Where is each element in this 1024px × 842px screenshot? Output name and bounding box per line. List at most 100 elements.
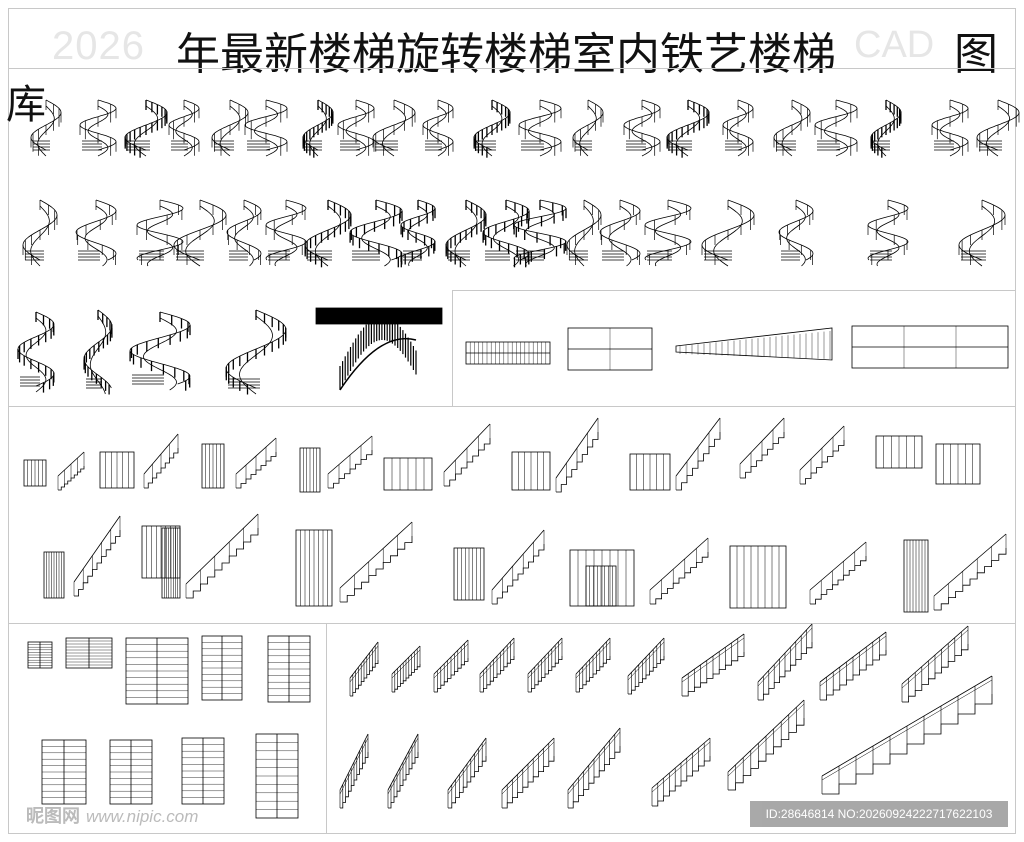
bottom-plan-f xyxy=(41,739,87,805)
mid-iso-b-2 xyxy=(339,521,413,603)
mid-plan-a-8 xyxy=(935,443,981,485)
mid-iso-a-6 xyxy=(675,417,721,491)
bottom-plan-e xyxy=(267,635,311,703)
watermark-logo: 昵图网 www.nipic.com xyxy=(26,802,198,828)
spiral-stair-r2-0 xyxy=(22,199,58,267)
mid-iso-a-5 xyxy=(555,417,599,493)
spiral-stair-r2-16 xyxy=(778,199,814,267)
mid-plan-b-8 xyxy=(903,539,929,613)
mid-iso-b-0 xyxy=(73,515,121,597)
large-spiral-b xyxy=(83,309,113,395)
spiral-stair-r2-11 xyxy=(513,199,567,268)
spiral-stair-r2-14 xyxy=(644,199,692,267)
bottom-plan-a xyxy=(27,641,53,669)
spiral-stair-r2-3 xyxy=(173,199,227,267)
curved-stair-black-band xyxy=(315,307,443,391)
bottom-plan-h xyxy=(181,737,225,805)
stair-plan-drawings xyxy=(465,325,1009,371)
mid-plan-b-7 xyxy=(729,545,787,609)
railing-stair-8 xyxy=(757,623,813,701)
large-spiral-a xyxy=(17,311,55,393)
title-tu: 图 xyxy=(954,29,998,80)
railing-stair-4 xyxy=(527,637,563,693)
watermark-site: www.nipic.com xyxy=(86,807,199,826)
spiral-stair-r2-17 xyxy=(867,199,909,267)
mid-iso-b-4 xyxy=(649,537,709,605)
divider-title xyxy=(8,68,1016,69)
spiral-stairs-row2 xyxy=(22,199,1006,268)
mid-iso-b-5 xyxy=(809,541,867,605)
spiral-stair-r2-2 xyxy=(136,199,184,267)
mid-plan-a-1 xyxy=(99,451,135,489)
spiral-stair-r1-10 xyxy=(473,99,511,158)
spiral-stair-r1-20 xyxy=(976,99,1020,157)
railing-stair-17 xyxy=(727,699,805,791)
divider-row3 xyxy=(8,406,1016,407)
spiral-stair-r2-13 xyxy=(599,199,641,267)
spiral-stair-r1-13 xyxy=(623,99,661,157)
railing-stair-9 xyxy=(819,631,887,701)
mid-plan-b-0 xyxy=(43,551,65,599)
mid-iso-b-6 xyxy=(933,533,1007,611)
spiral-stair-r2-12 xyxy=(566,199,602,267)
mid-plan-a-5 xyxy=(511,451,551,491)
railing-stair-12 xyxy=(387,733,419,809)
drawing-frame xyxy=(8,8,1016,834)
mid-plan-b-3 xyxy=(295,529,333,607)
spiral-stair-r1-16 xyxy=(773,99,811,157)
watermark-id: ID:28646814 NO:20260924222717622103 xyxy=(750,801,1008,827)
railing-stair-5 xyxy=(575,637,611,693)
spiral-stair-r1-17 xyxy=(814,99,858,157)
railing-stair-3 xyxy=(479,637,515,693)
stair-plans-and-isometrics xyxy=(23,417,1007,613)
mid-plan-a-3 xyxy=(299,447,321,493)
divider-bottom xyxy=(326,623,327,834)
watermark-logo-text: 昵图网 xyxy=(26,806,80,826)
mid-plan-b-2 xyxy=(161,527,181,599)
title-year: 2026 xyxy=(52,24,145,68)
railing-stair-16 xyxy=(651,737,711,807)
mid-plan-b-4 xyxy=(453,547,485,601)
spiral-stair-r1-4 xyxy=(211,99,249,157)
divider-row2 xyxy=(452,290,1016,291)
plan-straight-a xyxy=(465,341,551,365)
plan-straight-c xyxy=(851,325,1009,369)
spiral-stair-r2-9 xyxy=(445,199,487,268)
spiral-stair-r1-18 xyxy=(870,99,902,158)
spiral-stair-r1-8 xyxy=(372,99,416,157)
mid-iso-a-2 xyxy=(235,437,277,489)
spiral-stair-r1-1 xyxy=(79,99,117,157)
plan-straight-b xyxy=(567,327,653,371)
spiral-stair-r2-7 xyxy=(349,199,403,268)
railing-stair-15 xyxy=(567,727,621,809)
spiral-stair-r1-9 xyxy=(422,99,454,157)
mid-plan-b-5 xyxy=(569,549,635,607)
mid-iso-a-3 xyxy=(327,435,373,489)
mid-iso-a-4 xyxy=(443,423,491,487)
bottom-plan-c xyxy=(125,637,189,705)
spiral-stair-r1-6 xyxy=(302,99,334,158)
divider-plans xyxy=(452,290,453,406)
railing-stair-11 xyxy=(339,733,369,809)
railing-stair-6 xyxy=(627,637,665,695)
spiral-stair-r1-0 xyxy=(30,99,62,157)
bottom-plan-b xyxy=(65,637,113,669)
bottom-plan-g xyxy=(109,739,153,805)
spiral-stair-r2-18 xyxy=(958,199,1006,267)
railing-stair-14 xyxy=(501,737,555,809)
large-spiral-stairs xyxy=(17,307,443,395)
spiral-stair-r2-1 xyxy=(75,199,117,267)
title-main: 年最新楼梯旋转楼梯室内铁艺楼梯 xyxy=(176,29,836,80)
spiral-stair-r1-14 xyxy=(666,99,710,158)
railing-stair-0 xyxy=(349,641,379,697)
bottom-plan-d xyxy=(201,635,243,701)
mid-plan-a-4 xyxy=(383,457,433,491)
title-ku: 库 xyxy=(6,82,46,128)
mid-plan-a-0 xyxy=(23,459,47,487)
spiral-stair-r1-5 xyxy=(244,99,288,157)
spiral-stair-r1-3 xyxy=(168,99,200,157)
mid-iso-a-0 xyxy=(57,451,85,491)
spiral-stair-r2-4 xyxy=(226,199,262,267)
large-spiral-c xyxy=(129,311,191,391)
